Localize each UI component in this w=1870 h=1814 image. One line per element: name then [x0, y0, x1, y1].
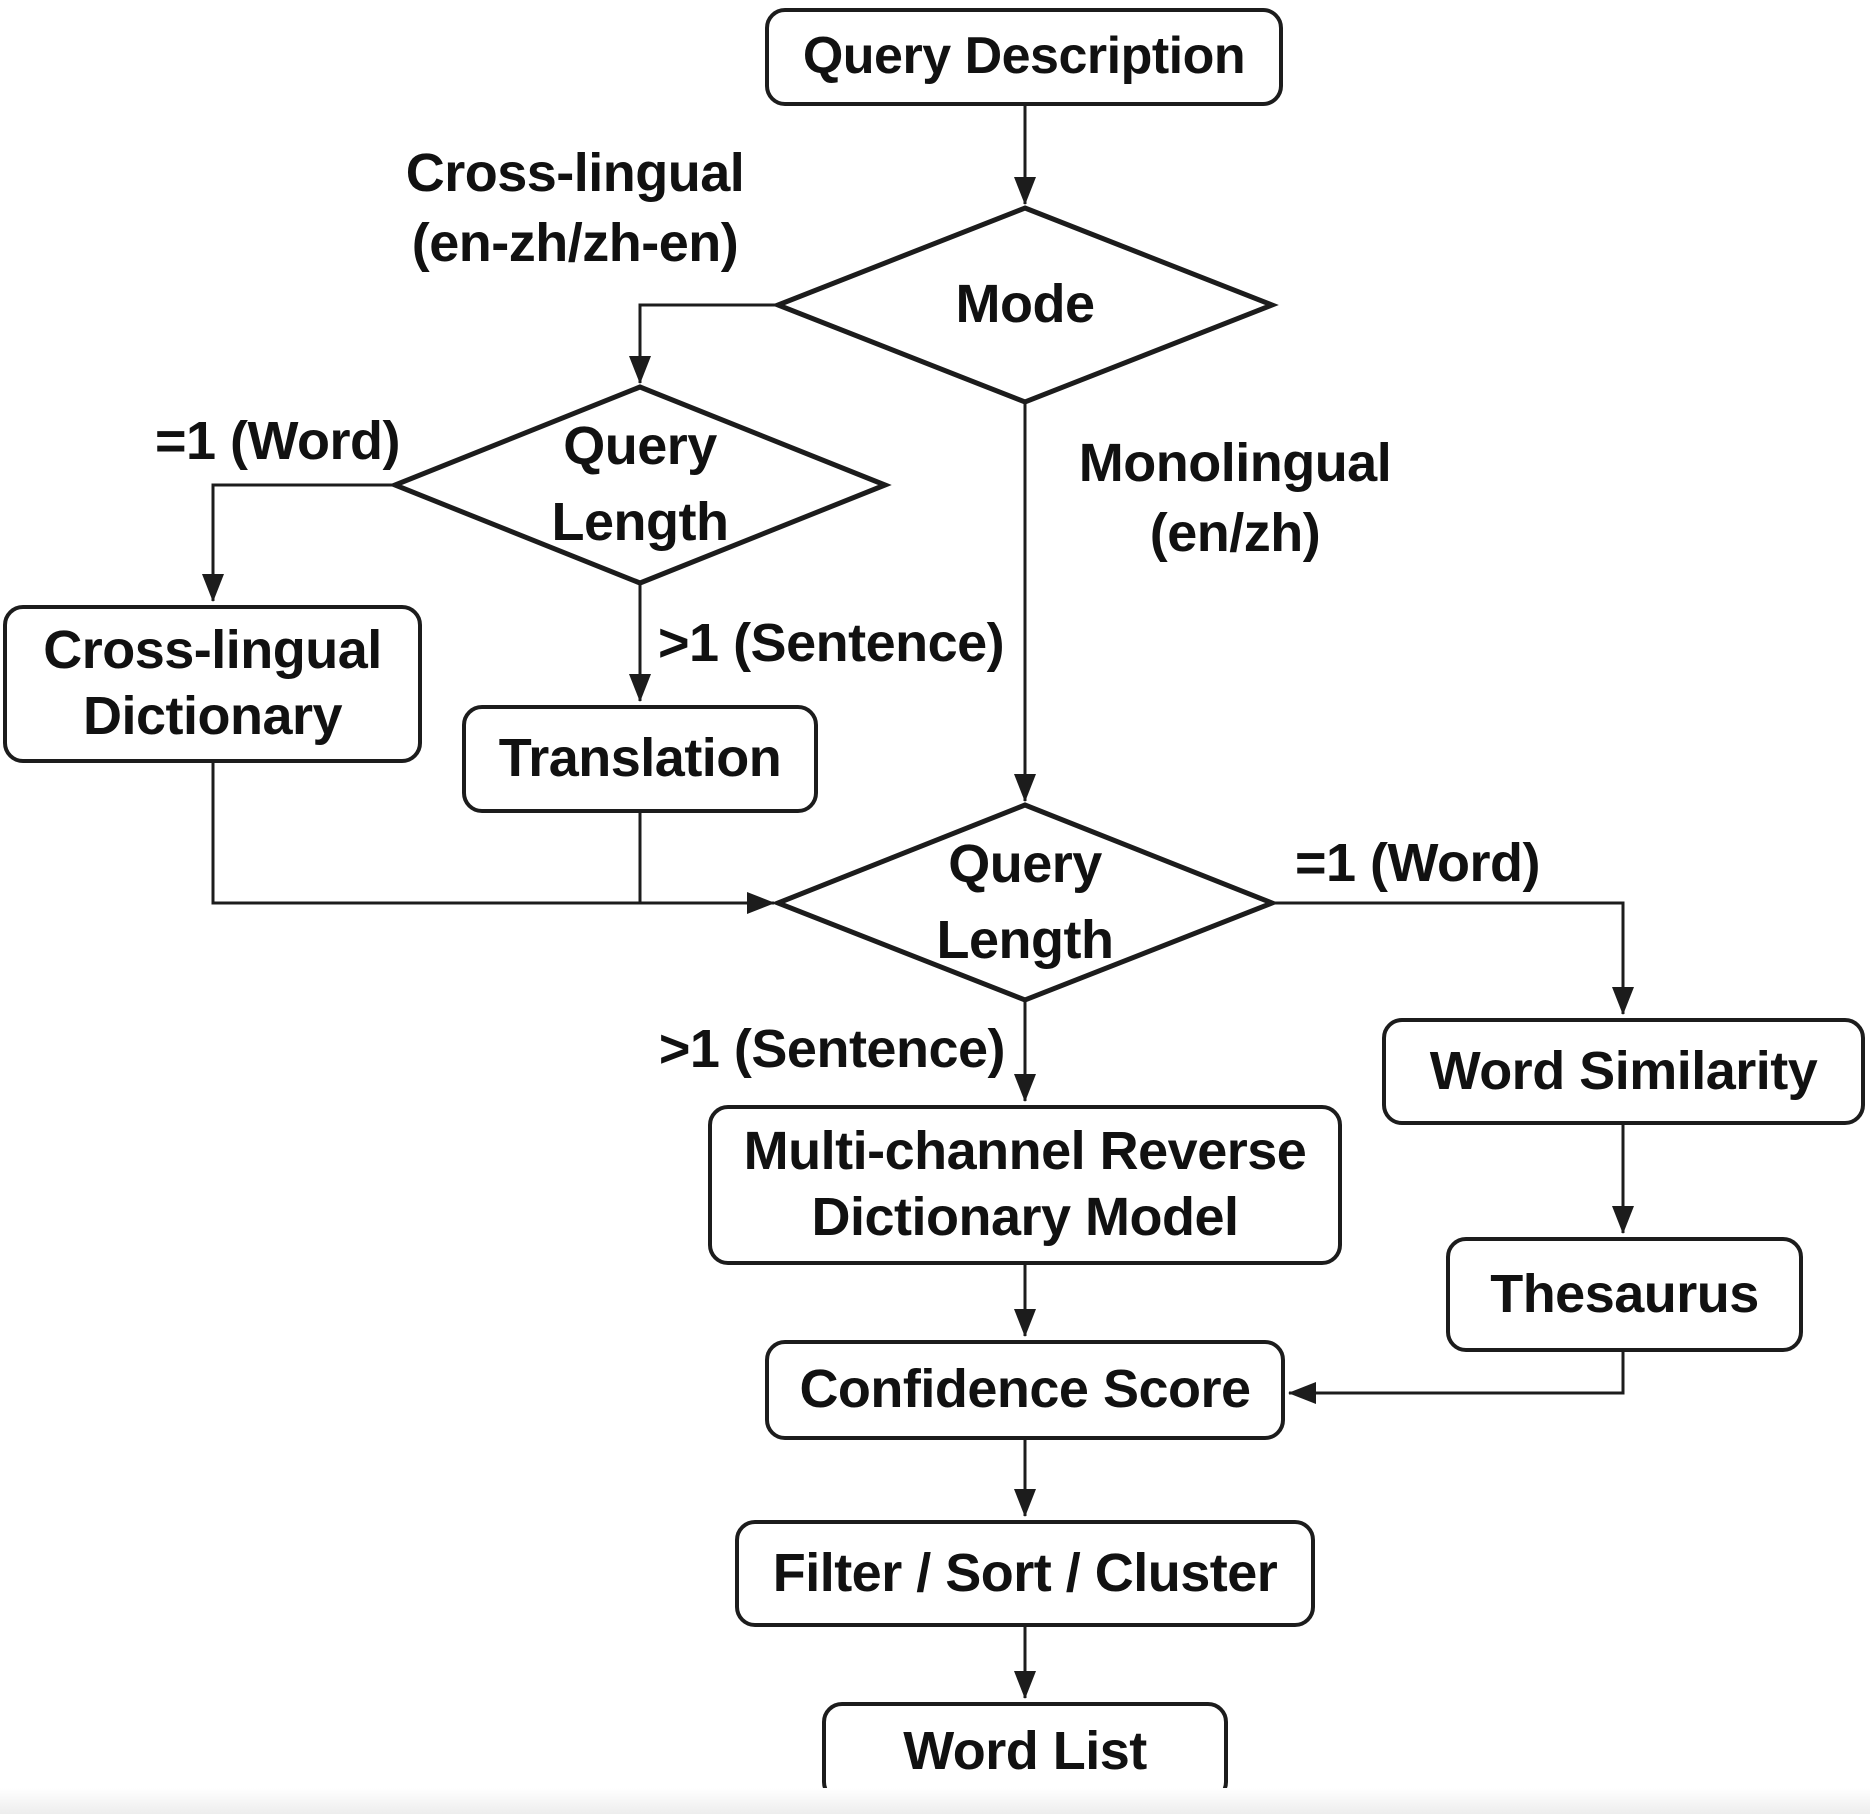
edge-mode-to-qlcross [629, 303, 778, 384]
branch-label-gt1-sentence-mid: >1 (Sentence) [658, 1019, 1006, 1079]
mode-diamond-label: Mode [955, 274, 1096, 335]
page-bottom-shade [0, 1788, 1870, 1814]
filter-sort-cluster-node: Filter / Sort / Cluster [735, 1520, 1315, 1627]
word-similarity-node: Word Similarity [1382, 1018, 1865, 1125]
branch-label-gt1-sentence-left: >1 (Sentence) [658, 613, 1005, 673]
query-length-cross-diamond-shape [388, 384, 892, 586]
mode-diamond-shape [771, 205, 1279, 405]
branch-label-eq1-word-right: =1 (Word) [1294, 833, 1541, 893]
word-list-node: Word List [822, 1702, 1228, 1802]
edge-qlmono-to-wordsim [1272, 901, 1634, 1015]
branch-label-cross-lingual: Cross-lingual (en-zh/zh-en) [405, 143, 745, 274]
query-length-cross-diamond-label: Query Length [551, 416, 729, 552]
cross-lingual-dictionary-node: Cross-lingual Dictionary [3, 605, 422, 763]
translation-node: Translation [462, 705, 818, 813]
branch-label-eq1-word-left: =1 (Word) [154, 411, 401, 471]
branch-label-monolingual: Monolingual (en/zh) [1078, 433, 1392, 564]
query-length-mono-diamond-label: Query Length [936, 834, 1114, 970]
confidence-score-node: Confidence Score [765, 1340, 1285, 1440]
edge-qlcross-to-dictionary [202, 483, 395, 602]
multi-channel-model-node: Multi-channel Reverse Dictionary Model [708, 1105, 1342, 1265]
query-description-node: Query Description [765, 8, 1283, 106]
thesaurus-node: Thesaurus [1446, 1237, 1803, 1352]
query-length-mono-diamond-shape [771, 802, 1279, 1003]
edge-merge-to-qlmono [211, 763, 775, 914]
edge-thesaurus-to-confidence [1288, 1352, 1625, 1404]
